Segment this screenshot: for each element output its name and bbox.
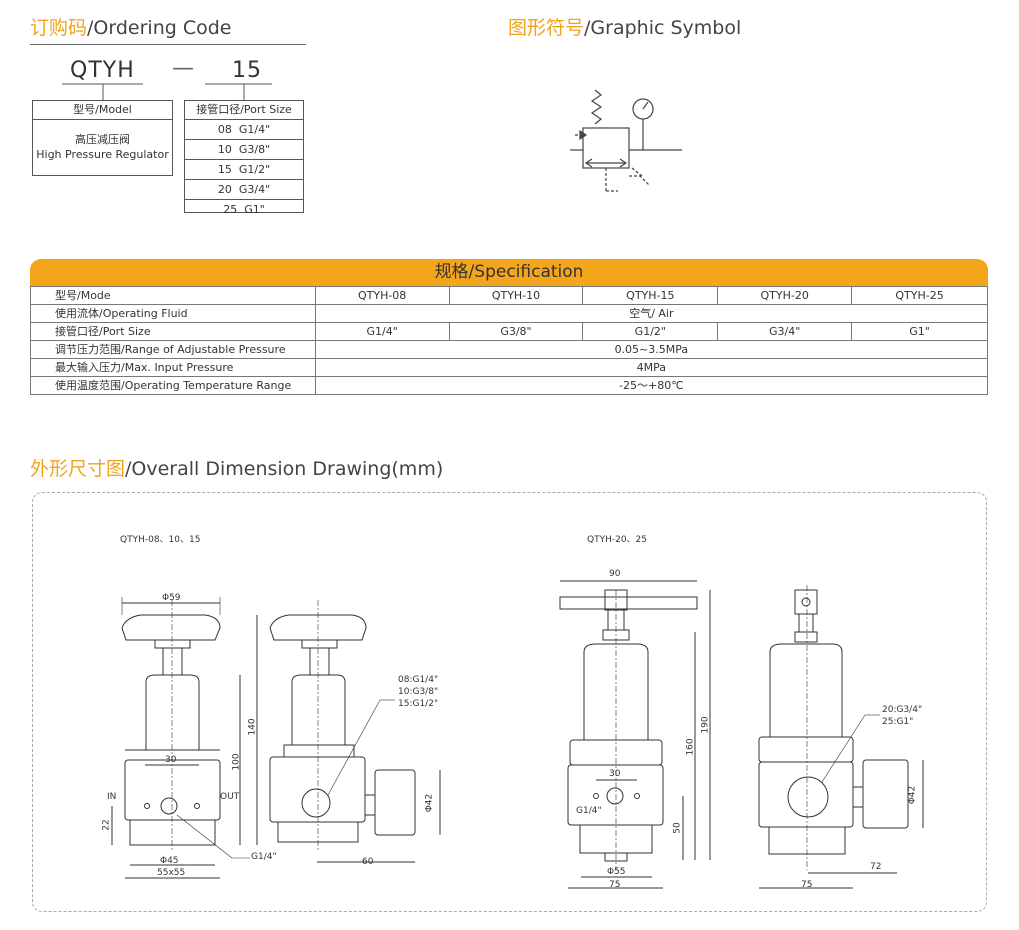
ordering-underline <box>30 44 306 45</box>
dim-label: 190 <box>700 716 711 734</box>
dim-label: 30 <box>609 769 621 779</box>
code-prefix: QTYH <box>70 58 135 83</box>
port-row: 15 G1/2" <box>185 160 303 180</box>
code-dash: — <box>172 56 195 81</box>
dim-label: 30 <box>165 755 177 765</box>
drawing-title-en: /Overall Dimension Drawing(mm) <box>125 458 444 480</box>
dim-label: 08:G1/4" <box>398 675 439 685</box>
spec-model-cell: QTYH-20 <box>717 286 853 305</box>
graphic-title-en: /Graphic Symbol <box>584 17 742 39</box>
dim-label: 75 <box>609 880 621 890</box>
port-row: 08 G1/4" <box>185 120 303 140</box>
dim-label: Φ59 <box>162 593 181 603</box>
ordering-title-cn: 订购码 <box>30 17 88 39</box>
dim-label: 90 <box>609 569 621 579</box>
port-row: 10 G3/8" <box>185 140 303 160</box>
dim-label: 75 <box>801 880 813 890</box>
table-row: 接管口径/Port Size G1/4" G3/8" G1/2" G3/4" G… <box>30 322 988 341</box>
dim-label: 140 <box>247 718 258 736</box>
table-row: 调节压力范围/Range of Adjustable Pressure 0.05… <box>30 340 989 359</box>
model-name-en: High Pressure Regulator <box>36 148 169 161</box>
drawing-frame <box>32 492 987 912</box>
spec-port-cell: G1" <box>851 322 988 341</box>
drawing-title-cn: 外形尺寸图 <box>30 458 126 480</box>
dim-label: Φ55 <box>607 867 626 877</box>
spec-temp-value: -25～+80℃ <box>314 376 989 395</box>
port-row: 25 G1" <box>223 203 265 216</box>
small-model-label: QTYH-08、10、15 <box>120 535 201 545</box>
table-row: 使用温度范围/Operating Temperature Range -25～+… <box>30 376 989 395</box>
table-row: 使用流体/Operating Fluid 空气/ Air <box>30 304 989 323</box>
dim-label: 100 <box>231 753 242 771</box>
port-header: 接管口径/Port Size <box>185 101 303 120</box>
spec-port-cell: G1/4" <box>314 322 450 341</box>
dim-label: 22 <box>101 819 112 831</box>
spec-input-label: 最大输入压力/Max. Input Pressure <box>30 358 316 377</box>
dim-label: 25:G1" <box>882 717 914 727</box>
spec-title: 规格/Specification <box>30 259 988 286</box>
spec-range-label: 调节压力范围/Range of Adjustable Pressure <box>30 340 316 359</box>
dim-label: 20:G3/4" <box>882 705 923 715</box>
graphic-title: 图形符号/Graphic Symbol <box>508 13 741 40</box>
dim-label: 10:G3/8" <box>398 687 439 697</box>
model-header: 型号/Model <box>33 101 172 120</box>
spec-model-cell: QTYH-15 <box>582 286 719 305</box>
regulator-symbol-icon <box>570 89 682 192</box>
graphic-title-cn: 图形符号 <box>508 17 585 39</box>
dim-label: 50 <box>672 822 683 834</box>
dim-label: IN <box>107 792 117 802</box>
port-row: 20 G3/4" <box>185 180 303 200</box>
dim-label: 15:G1/2" <box>398 699 439 709</box>
drawing-title: 外形尺寸图/Overall Dimension Drawing(mm) <box>30 454 443 481</box>
large-model-label: QTYH-20、25 <box>587 535 647 545</box>
spec-temp-label: 使用温度范围/Operating Temperature Range <box>30 376 316 395</box>
dim-label: Φ42 <box>424 793 435 813</box>
dim-label: OUT <box>220 792 240 802</box>
model-box: 型号/Model 高压减压阀 High Pressure Regulator <box>32 100 173 176</box>
dim-label: G1/4" <box>251 852 277 862</box>
dim-label: Φ42 <box>907 785 918 805</box>
spec-table: 型号/Mode QTYH-08 QTYH-10 QTYH-15 QTYH-20 … <box>30 286 989 395</box>
ordering-title: 订购码/Ordering Code <box>30 13 231 40</box>
code-size: 15 <box>232 58 262 83</box>
model-name-cn: 高压减压阀 <box>75 133 130 146</box>
code-connector-lines <box>62 83 272 100</box>
dim-label: G1/4" <box>576 806 602 816</box>
ordering-title-en: /Ordering Code <box>87 17 232 39</box>
dim-label: 160 <box>685 738 696 756</box>
port-box: 接管口径/Port Size 08 G1/4" 10 G3/8" 15 G1/2… <box>184 100 304 216</box>
dim-label: 60 <box>362 857 374 867</box>
dim-label: 55x55 <box>157 868 186 878</box>
dim-label: Φ45 <box>160 856 179 866</box>
dim-label: 72 <box>870 862 882 872</box>
